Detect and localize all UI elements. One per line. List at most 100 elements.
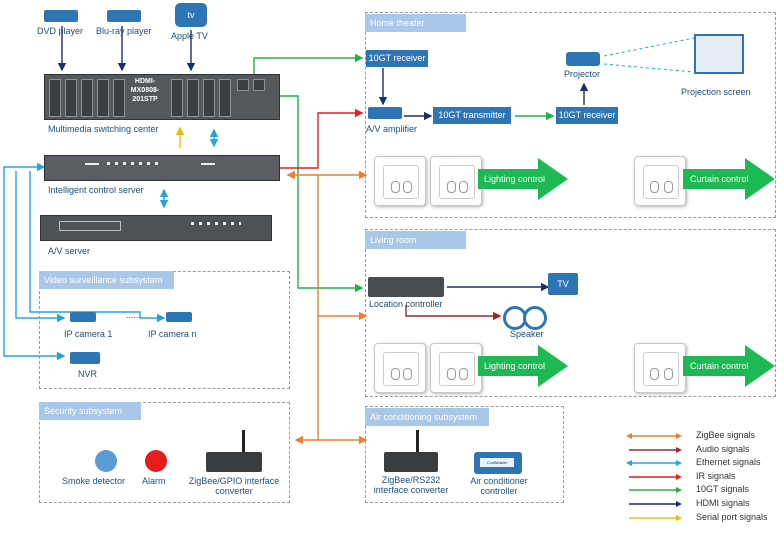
rs232-converter-icon [384,430,438,472]
ac-controller-text: Air conditioner controller [470,476,528,496]
rs232-converter-label: ZigBee/RS232 interface converter [365,475,457,495]
legend-line [626,460,682,467]
legend-label: 10GT signals [696,484,749,495]
ht-lighting-label: Lighting control [484,174,546,184]
av-server [40,215,272,241]
tv-icon: TV [548,273,578,295]
switch-model: HDMI- MX0808- 201STP [123,77,167,104]
apple-tv-icon: tv [175,3,207,27]
lr-lighting-arrow [478,345,568,387]
switch-slot [81,79,93,117]
ht-light-switch-2 [430,156,482,206]
legend-line [629,473,682,480]
bluray-player-icon [107,10,141,22]
gpio-converter-text: ZigBee/GPIO interface converter [188,476,280,496]
ac-controller-screen: CoolMaster [480,458,514,467]
living-room-panel [365,229,776,397]
switch-slot [113,79,125,117]
projector-label: Projector [564,69,601,79]
smoke-detector-icon [95,450,117,472]
switch-slot [187,79,199,117]
ht-curtain-arrow [683,158,775,200]
ip-camera-1-label: IP camera 1 [64,329,113,339]
video-surveillance-title: Video surveillance subsystem [39,271,174,289]
ac-controller-icon: CoolMaster [474,452,522,474]
nvr-icon [70,352,100,364]
av-amplifier-label: A/V amplifier [366,124,418,134]
ht-curtain-switch [634,156,686,206]
projector-icon [566,52,600,66]
gpio-converter-icon [206,430,262,472]
smoke-detector-label: Smoke detector [62,476,126,486]
multimedia-switching-center: HDMI- MX0808- 201STP [44,74,280,120]
alarm-icon [145,450,167,472]
switch-slot [49,79,61,117]
nvr-label: NVR [78,369,98,379]
gpio-antenna [242,430,245,452]
location-controller-label: Location controller [369,299,443,309]
lr-light-switch-2 [430,343,482,393]
living-room-title: Living room [365,231,466,249]
speaker-cone [523,306,547,330]
legend-label: ZigBee signals [696,430,756,440]
air-conditioning-title: Air conditioning subsystem [365,408,489,426]
intelligent-control-server [44,155,280,181]
legend-label: HDMI signals [696,498,750,508]
switch-model-line1: HDMI- [134,78,156,85]
projection-screen-icon [694,34,744,74]
rs232-converter-text: ZigBee/RS232 interface converter [373,475,449,495]
av-server-bay [191,222,241,225]
ht-curtain-label: Curtain control [690,174,749,184]
apple-tv-badge: tv [187,10,195,20]
legend-line [629,446,682,453]
av-server-bay [59,221,121,231]
legend-line [629,514,682,521]
ht-10gt-receiver-2: 10GT receiver [556,107,618,124]
lr-curtain-arrow [683,345,775,387]
switching-center-label: Multimedia switching center [48,124,159,134]
legend-label: Audio signals [696,443,750,454]
legend-label: Serial port signals [696,511,768,522]
location-controller-icon [368,277,444,297]
switch-slot [219,79,231,117]
security-title: Security subsystem [39,402,141,420]
ip-camera-1-icon [70,312,96,322]
gpio-converter-label: ZigBee/GPIO interface converter [184,476,284,496]
lr-curtain-switch [634,343,686,393]
server-led-bar [201,163,215,165]
av-server-label: A/V server [48,246,91,256]
security-panel [39,402,290,503]
camera-ellipsis: ...... [126,310,142,320]
speaker-icon [503,306,547,330]
legend-label: Ethernet signals [696,457,761,468]
ip-camera-n-label: IP camera n [148,329,197,339]
switch-model-line2: MX0808- [130,87,160,94]
switch-model-line3: 201STP [132,96,158,103]
switch-slot [171,79,183,117]
dvd-player-icon [44,10,78,22]
server-led-bar [107,162,159,165]
server-led-bar [85,163,99,165]
lr-lighting-label: Lighting control [484,361,546,371]
lr-curtain-label: Curtain control [690,361,749,371]
tv-label: TV [557,279,569,289]
projection-screen-label: Projection screen [681,87,751,97]
home-theater-panel [365,12,776,218]
switch-slot [97,79,109,117]
speaker-label: Speaker [510,329,544,339]
legend-line [629,487,682,494]
ht-light-switch-1 [374,156,426,206]
switch-slot [253,79,265,91]
av-amplifier-icon [368,107,402,119]
control-server-label: Intelligent control server [48,185,144,195]
apple-tv-label: Apple TV [171,31,208,41]
switch-slot [237,79,249,91]
bluray-player-label: Blu-ray player [96,26,152,36]
legend-line [629,501,682,507]
air-conditioning-panel [365,406,564,503]
home-theater-title: Home theater [365,14,466,32]
switch-slot [203,79,215,117]
ip-camera-n-icon [166,312,192,322]
ht-10gt-receiver-1: 10GT receiver [366,50,428,67]
